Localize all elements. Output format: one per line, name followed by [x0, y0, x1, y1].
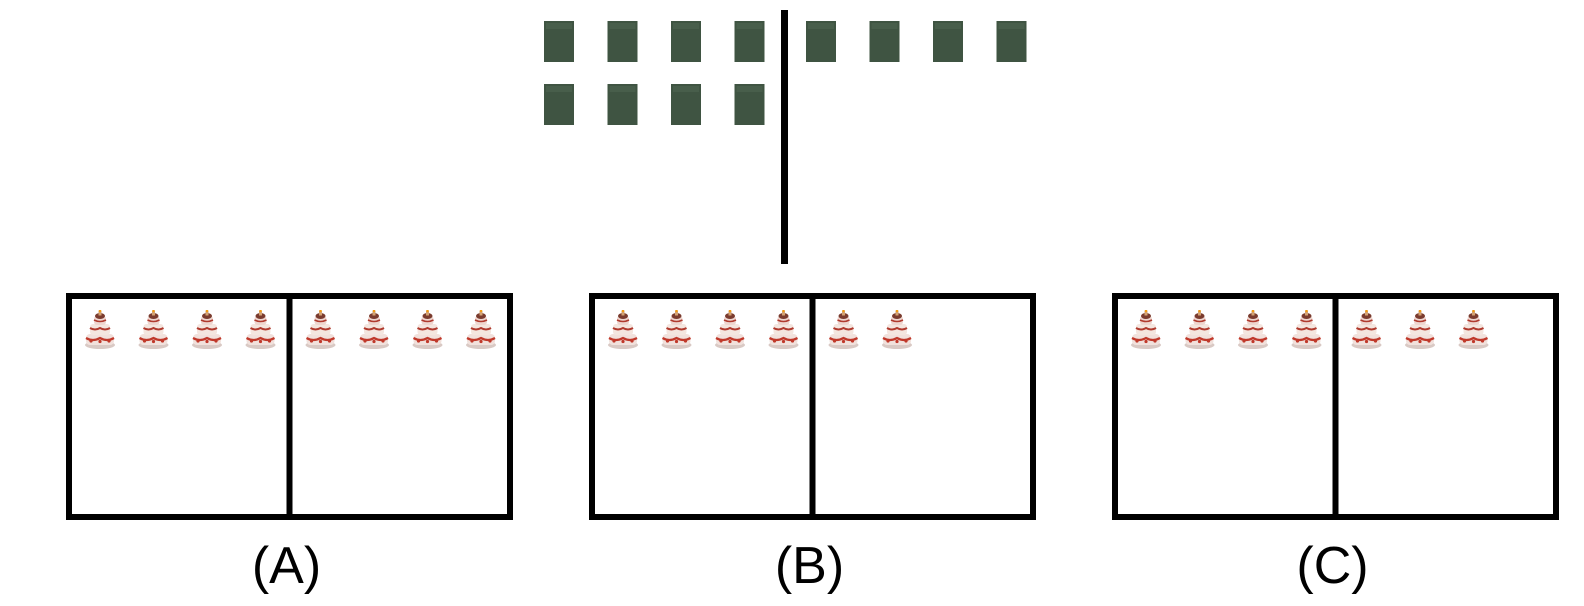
top-panel: [544, 10, 1027, 264]
option-label: (C): [1296, 537, 1368, 595]
option-label: (B): [775, 537, 844, 595]
answer-options: (A) (B) (C): [66, 293, 1559, 595]
top-divider-line: [781, 10, 788, 264]
left-block: [607, 21, 638, 62]
left-block: [544, 21, 574, 62]
option-c[interactable]: (C): [1112, 293, 1559, 595]
left-block: [734, 84, 765, 125]
left-block: [734, 21, 765, 62]
left-block: [671, 84, 701, 125]
right-block: [996, 21, 1027, 62]
left-block: [671, 21, 701, 62]
left-block: [607, 84, 638, 125]
option-b[interactable]: (B): [589, 293, 1036, 595]
right-block: [869, 21, 900, 62]
option-a[interactable]: (A): [66, 293, 513, 595]
right-block: [806, 21, 836, 62]
option-label: (A): [252, 537, 321, 595]
right-block: [933, 21, 963, 62]
left-block: [544, 84, 574, 125]
